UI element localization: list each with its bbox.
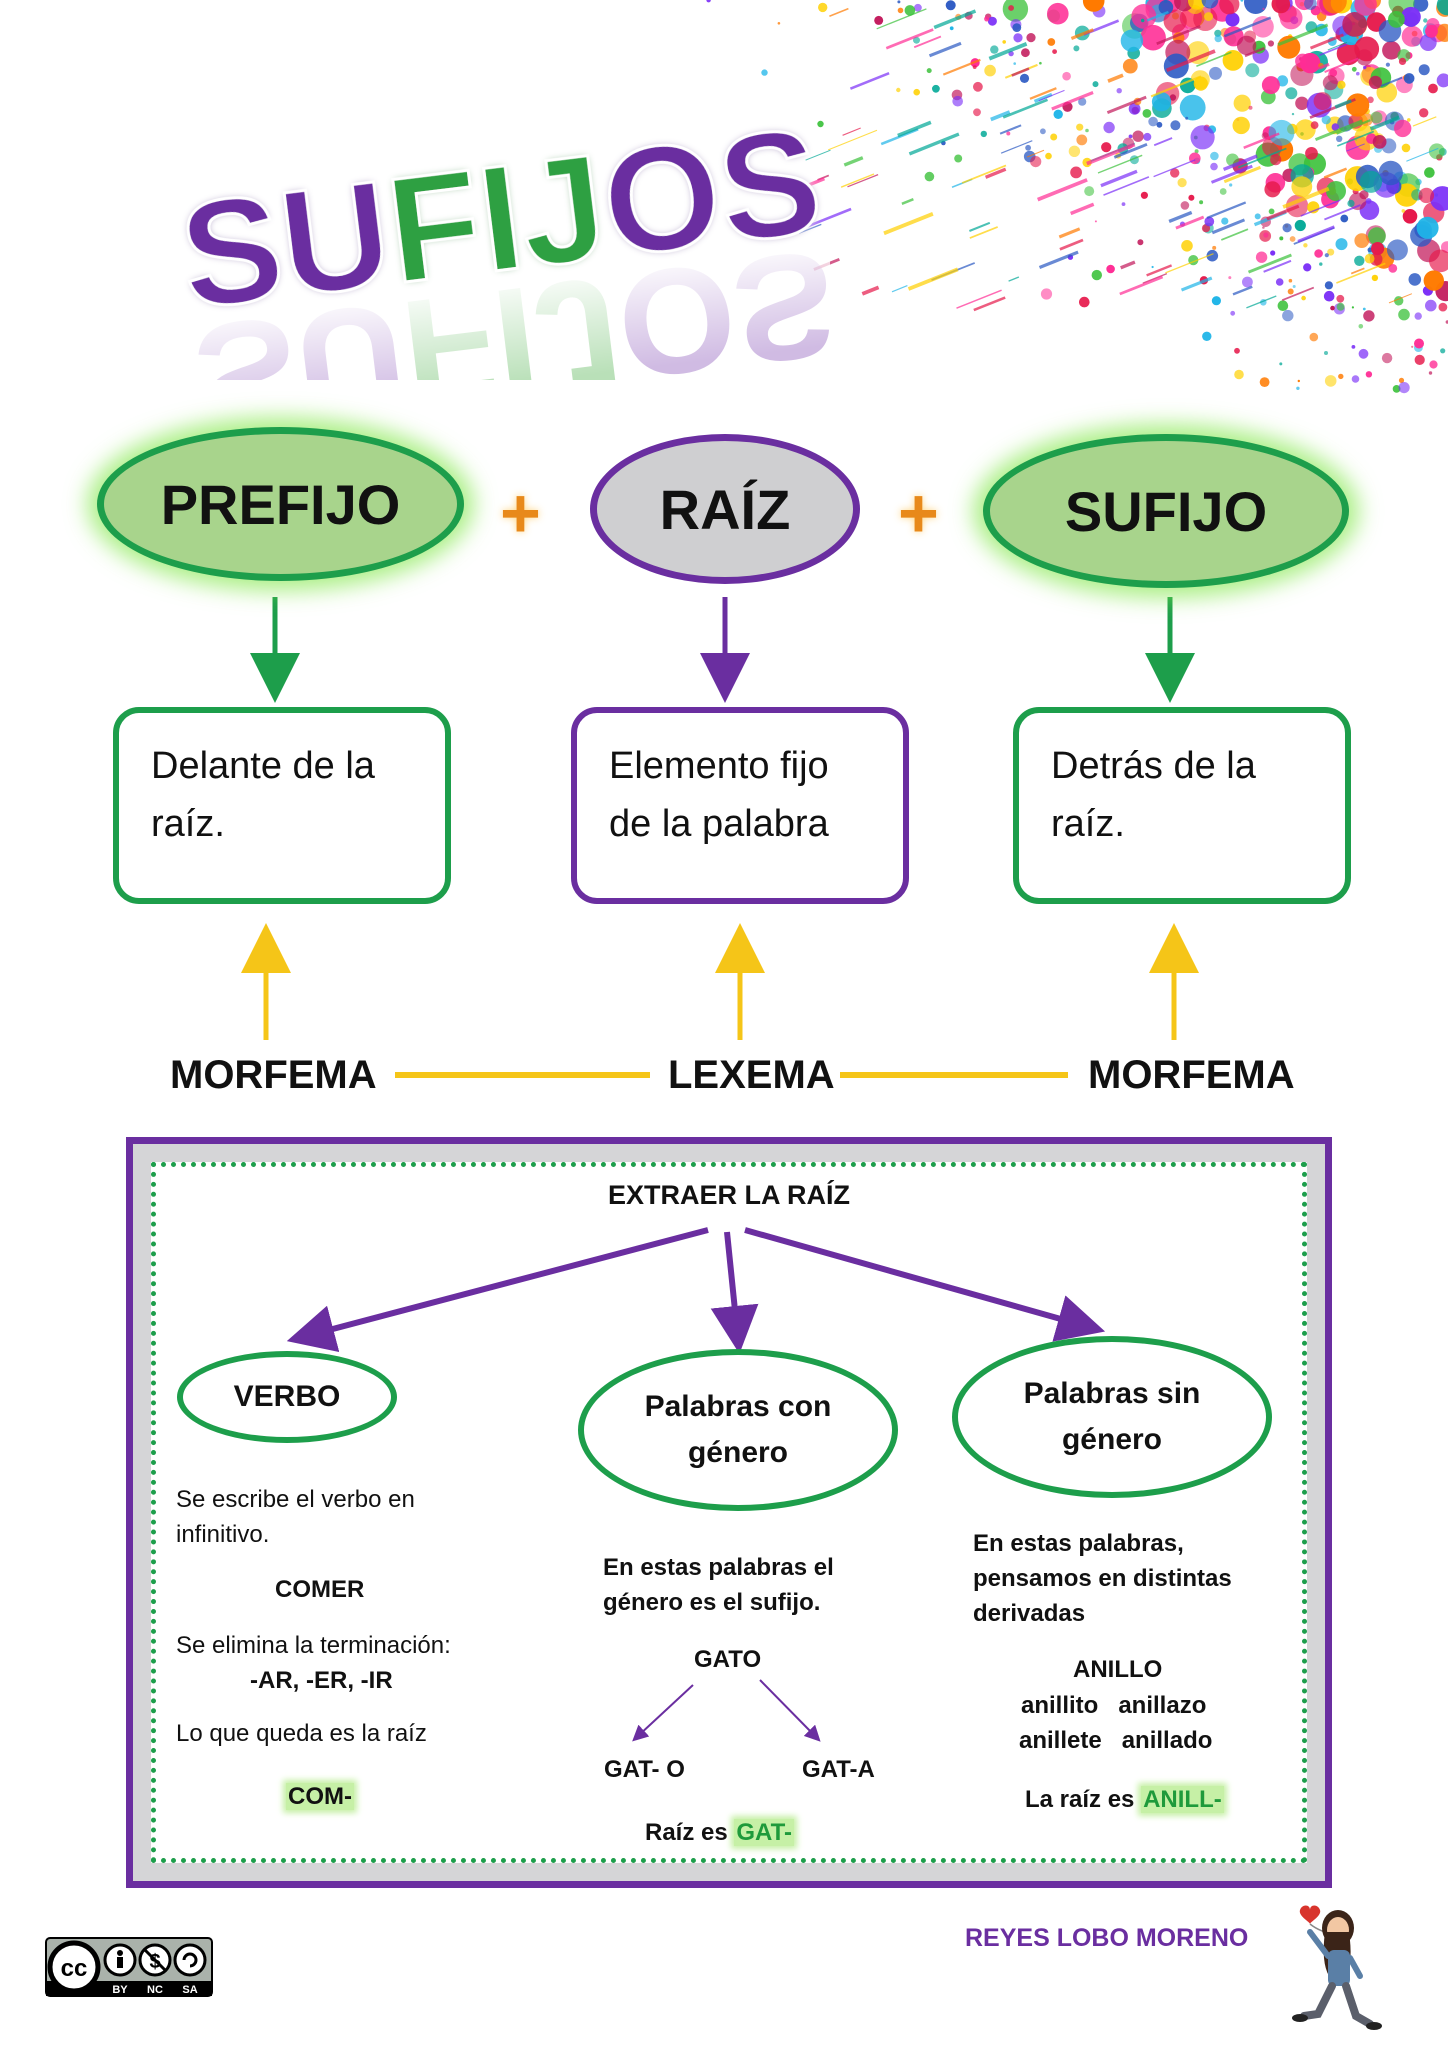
sin-genero-oval: Palabras sin género: [952, 1336, 1272, 1498]
sin-genero-description: En estas palabras, pensamos en distintas…: [973, 1526, 1232, 1631]
arrow-to-verbo: [286, 1227, 709, 1353]
sufijo-description-line-2: raíz.: [1051, 803, 1125, 845]
prefijo-description-box: Delante de la raíz.: [113, 707, 451, 904]
verbo-endings: -AR, -ER, -IR: [250, 1667, 393, 1694]
nc-text: NC: [147, 1984, 163, 1996]
sufijo-description-line-1: Detrás de la: [1051, 745, 1256, 787]
con-genero-result-prefix: Raíz es: [645, 1819, 728, 1846]
con-genero-description-line-1: En estas palabras el: [603, 1554, 834, 1581]
con-genero-oval: Palabras con género: [578, 1349, 898, 1511]
con-genero-label-line-2: género: [687, 1436, 789, 1469]
raiz-oval: RAÍZ: [590, 434, 860, 584]
con-genero-variant-2: GAT-A: [802, 1756, 875, 1783]
verbo-step-1-line-2: infinitivo.: [176, 1521, 270, 1548]
verbo-oval: VERBO: [177, 1351, 397, 1443]
sa-text: SA: [182, 1984, 197, 1996]
arrow-gato-to-gata: [759, 1679, 821, 1742]
sin-genero-label-line-2: género: [1061, 1423, 1163, 1456]
sin-genero-derivatives-row-1: anillito anillazo: [1021, 1692, 1207, 1719]
con-genero-word: GATO: [694, 1646, 762, 1673]
prefijo-label: PREFIJO: [160, 472, 401, 536]
sin-genero-derivatives-row-2: anillete anillado: [1019, 1727, 1213, 1754]
arrow-to-con-genero: [710, 1231, 759, 1354]
sin-genero-result: La raíz es ANILL-: [1025, 1782, 1224, 1817]
plus-sign-2: +: [898, 474, 939, 552]
arrow-gato-to-gato: [632, 1684, 694, 1742]
raiz-description-line-2: de la palabra: [609, 803, 829, 845]
title-part-2: FIJ: [379, 122, 615, 315]
cc-license-badge: cc $ BY NC SA: [45, 1937, 213, 1997]
con-genero-result-highlight: GAT-: [734, 1819, 794, 1846]
extraction-title: EXTRAER LA RAÍZ: [608, 1180, 850, 1210]
prefijo-description-line-1: Delante de la: [151, 745, 375, 787]
lexema-label: LEXEMA: [668, 1053, 835, 1097]
sin-genero-word: ANILLO: [1073, 1656, 1163, 1683]
verbo-example: COMER: [275, 1576, 365, 1603]
cc-text: cc: [61, 1955, 88, 1982]
paint-splash-decoration: [706, 0, 1448, 394]
sa-icon: [173, 1943, 207, 1977]
verbo-result: COM-: [286, 1779, 354, 1814]
heart-icon: [1299, 1905, 1321, 1924]
title-part-3: OS: [594, 95, 830, 288]
sin-genero-description-line-2: pensamos en distintas: [973, 1565, 1232, 1592]
prefijo-description-line-2: raíz.: [151, 803, 225, 845]
by-text: BY: [112, 1984, 128, 1996]
con-genero-result: Raíz es GAT-: [645, 1815, 794, 1850]
cc-icon: [47, 1940, 101, 1994]
sin-genero-description-line-3: derivadas: [973, 1600, 1086, 1627]
raiz-label: RAÍZ: [659, 477, 791, 541]
verbo-result-highlight: COM-: [286, 1783, 354, 1810]
sin-genero-label-line-1: Palabras sin: [1023, 1377, 1201, 1410]
verbo-step-3: Lo que queda es la raíz: [176, 1720, 427, 1747]
verbo-step-1-line-1: Se escribe el verbo en: [176, 1486, 415, 1513]
svg-text:SUFIJOS: SUFIJOS: [172, 95, 830, 340]
sin-genero-description-line-1: En estas palabras,: [973, 1530, 1184, 1557]
raiz-description-box: Elemento fijo de la palabra: [571, 707, 909, 904]
page-title: SUFIJOS SUFIJOS: [170, 94, 830, 380]
con-genero-label-line-1: Palabras con: [644, 1390, 832, 1423]
author-name: REYES LOBO MORENO: [965, 1924, 1249, 1952]
morfema-label-2: MORFEMA: [1088, 1053, 1295, 1097]
morfema-label-1: MORFEMA: [170, 1053, 377, 1097]
title-part-1: SU: [172, 148, 399, 340]
sin-genero-result-highlight: ANILL-: [1141, 1786, 1224, 1813]
verbo-label: VERBO: [233, 1380, 341, 1413]
prefijo-oval: PREFIJO: [97, 427, 464, 581]
verbo-step-2: Se elimina la terminación:: [176, 1632, 451, 1659]
con-genero-description: En estas palabras el género es el sufijo…: [603, 1550, 834, 1620]
sufijo-label: SUFIJO: [1064, 479, 1268, 543]
arrow-to-sin-genero: [744, 1227, 1106, 1342]
con-genero-variant-1: GAT- O: [604, 1756, 685, 1783]
con-genero-description-line-2: género es el sufijo.: [603, 1589, 821, 1616]
sufijo-description-box: Detrás de la raíz.: [1013, 707, 1351, 904]
verbo-step-1: Se escribe el verbo en infinitivo.: [176, 1482, 415, 1552]
plus-sign-1: +: [500, 474, 541, 552]
raiz-description-line-1: Elemento fijo: [609, 745, 829, 787]
sufijo-oval: SUFIJO: [983, 434, 1349, 588]
sin-genero-result-prefix: La raíz es: [1025, 1786, 1135, 1813]
author-avatar: [1292, 1905, 1382, 2030]
